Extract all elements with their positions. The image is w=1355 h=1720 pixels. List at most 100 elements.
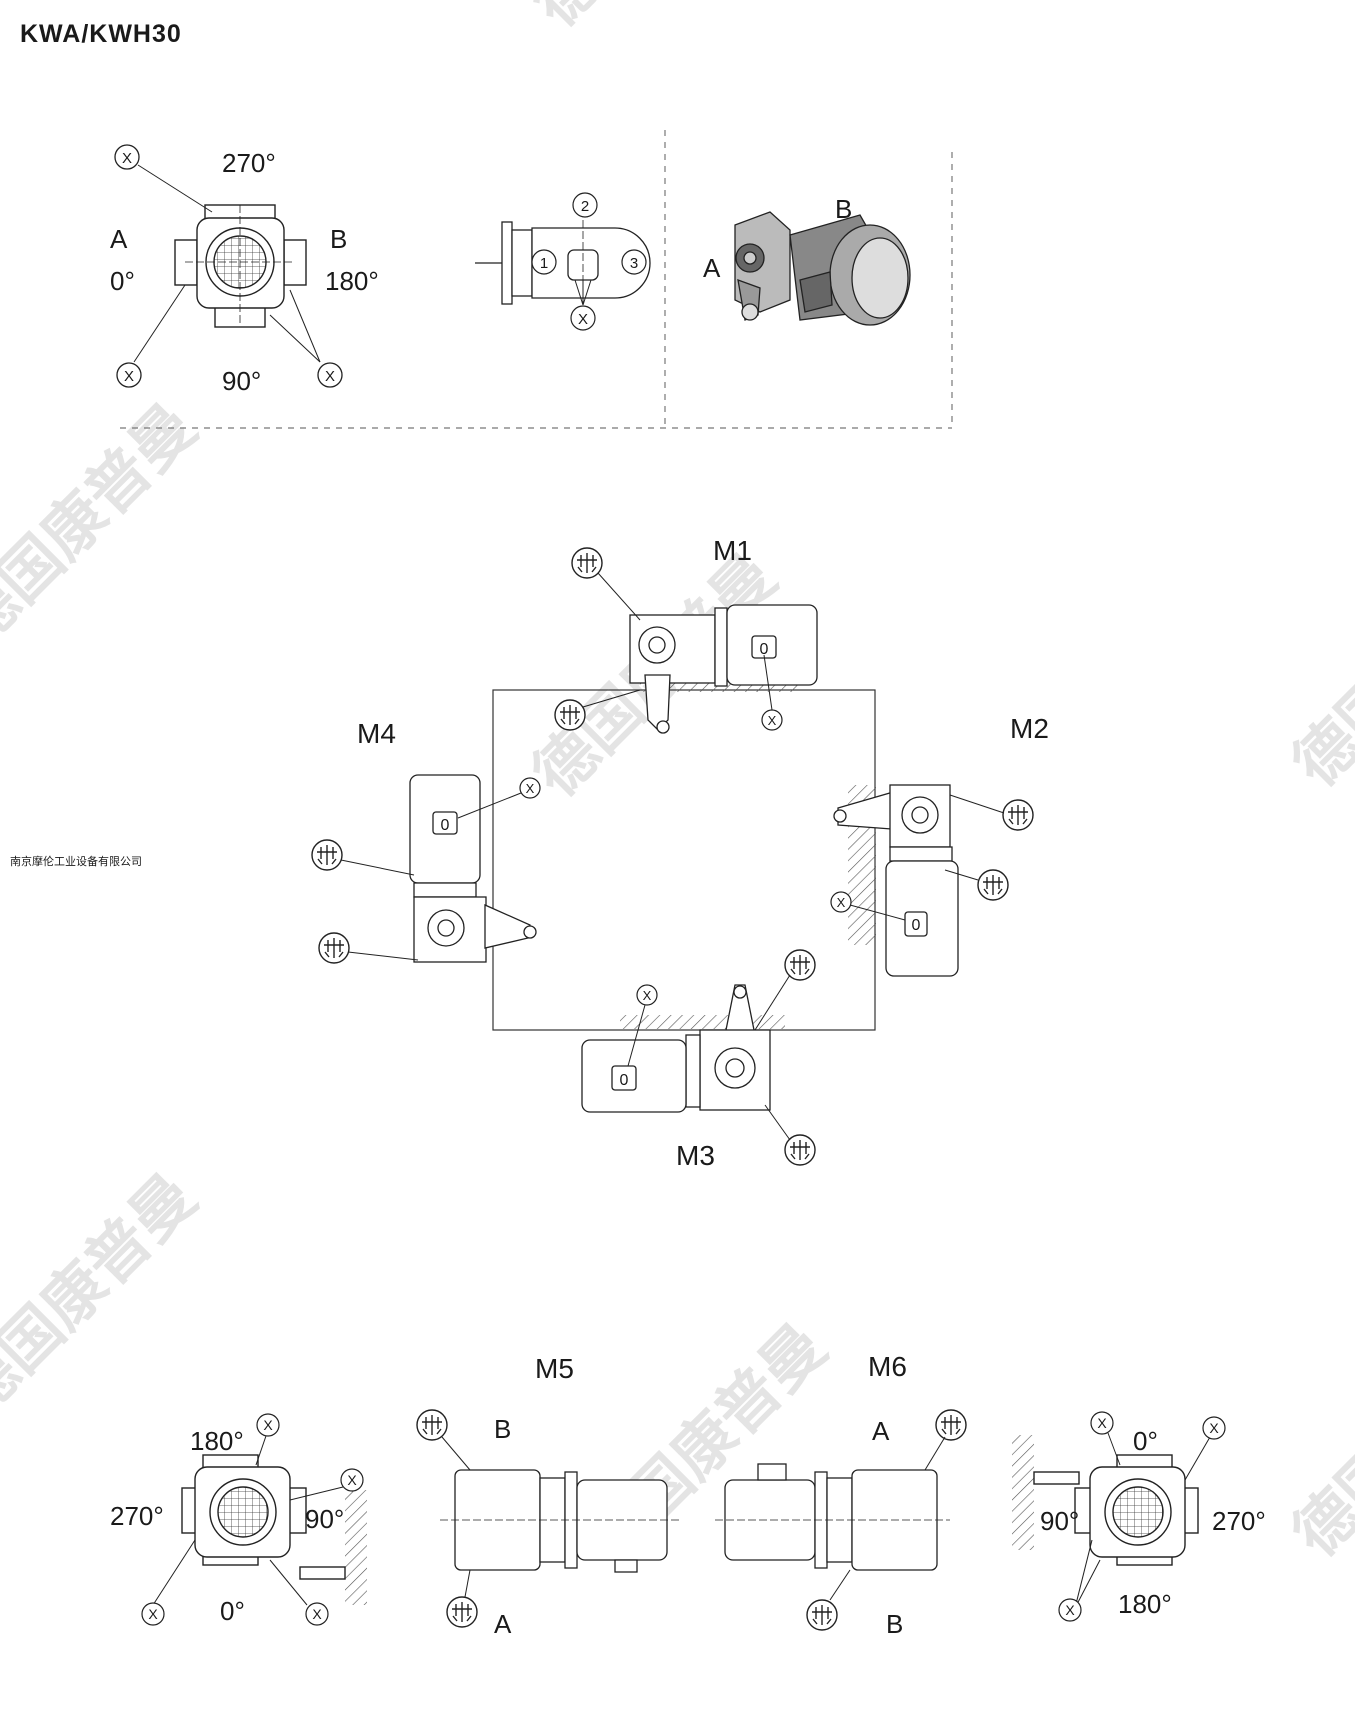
m1-label: M1 xyxy=(713,535,752,566)
side-a-label: A xyxy=(110,224,128,254)
m1-leader-line xyxy=(763,654,773,711)
m2-vent-icon xyxy=(1002,799,1034,831)
position-1-label: 1 xyxy=(540,255,548,272)
m1-vent-icon xyxy=(571,547,603,579)
angle-90-label: 90° xyxy=(305,1504,344,1534)
m2-drain-icon xyxy=(977,869,1009,901)
top-position-markers: 1 2 3 X xyxy=(531,192,647,331)
m5-drain-icon xyxy=(446,1596,478,1628)
m6-assembly xyxy=(715,1463,950,1571)
m1-leader-line xyxy=(597,572,641,621)
m2-zero-label: 0 xyxy=(912,917,921,934)
marker-x: X xyxy=(312,1606,322,1622)
watermark-right-bottom: 德国康普曼 xyxy=(1279,1300,1355,1571)
company-name: 南京摩伦工业设备有限公司 xyxy=(10,855,142,868)
watermark-left-mid: 德国康普曼 xyxy=(0,390,210,661)
m4-leader-line xyxy=(347,951,419,961)
watermark-right-mid: 德国康普曼 xyxy=(1279,530,1355,801)
angle-270-label: 270° xyxy=(1212,1506,1266,1536)
m4-vent-icon xyxy=(311,839,343,871)
m1-leader-line xyxy=(582,689,641,708)
m5-vent-icon xyxy=(416,1409,448,1441)
m4-leader-line xyxy=(457,792,522,819)
marker-x: X xyxy=(148,1606,158,1622)
m2-leader-line xyxy=(949,794,1005,814)
top-motor-isometric xyxy=(734,211,911,326)
m5-leader-line xyxy=(441,1436,471,1471)
m1-assembly xyxy=(629,604,818,734)
m3-label: M3 xyxy=(676,1140,715,1171)
top-leader-lines xyxy=(133,164,321,363)
m2-x-marker xyxy=(830,891,852,913)
marker-x: X xyxy=(837,895,846,910)
angle-90-label: 90° xyxy=(222,366,261,396)
m5-side-b-label: B xyxy=(494,1414,511,1444)
bottom-right-angle-labels: 0° 90° 270° 180° xyxy=(1040,1426,1266,1619)
m4-assembly xyxy=(409,774,537,963)
position-2-label: 2 xyxy=(581,198,589,215)
m3-leader-line xyxy=(627,1004,646,1067)
m2-label: M2 xyxy=(1010,713,1049,744)
bottom-left-front-view xyxy=(181,1454,367,1605)
top-angle-labels: 270° A 0° B 180° 90° xyxy=(110,148,379,396)
angle-0-label: 0° xyxy=(1133,1426,1158,1456)
angle-0-label: 0° xyxy=(220,1596,245,1626)
bottom-left-x-markers: X X X X xyxy=(141,1413,364,1626)
m5-assembly xyxy=(440,1469,680,1573)
m6-leader-line xyxy=(924,1436,946,1471)
angle-180-label: 180° xyxy=(1118,1589,1172,1619)
m2-leader-line xyxy=(944,869,979,881)
m6-side-a-label: A xyxy=(872,1416,890,1446)
watermark-left-bottom: 德国康普曼 xyxy=(0,1160,210,1431)
marker-x: X xyxy=(643,988,652,1003)
m3-leader-line xyxy=(754,974,791,1031)
m6-drain-icon xyxy=(806,1599,838,1631)
angle-180-label: 180° xyxy=(325,266,379,296)
top-side-view xyxy=(475,220,651,306)
m5-label: M5 xyxy=(535,1353,574,1384)
angle-180-label: 180° xyxy=(190,1426,244,1456)
m4-zero-label: 0 xyxy=(441,817,450,834)
m4-drain-icon xyxy=(318,932,350,964)
m3-leader-line xyxy=(764,1104,791,1141)
marker-x: X xyxy=(124,368,134,385)
m1-drain-icon xyxy=(554,699,586,731)
m3-assembly xyxy=(581,984,785,1113)
m6-label: M6 xyxy=(868,1351,907,1382)
top-x-markers: X X X xyxy=(114,144,343,388)
watermark-top: 德国康普曼 xyxy=(519,0,790,41)
marker-x: X xyxy=(768,713,777,728)
m1-zero-label: 0 xyxy=(760,641,769,658)
bottom-left-angle-labels: 180° 270° 90° 0° xyxy=(110,1426,344,1626)
bottom-right-front-view xyxy=(1012,1435,1199,1566)
m2-leader-line xyxy=(849,904,906,921)
photo-side-b-label: B xyxy=(835,194,852,224)
bottom-left-leaders xyxy=(152,1432,344,1606)
m2-assembly xyxy=(833,784,959,977)
m5-leader-line xyxy=(464,1569,471,1598)
angle-90-label: 90° xyxy=(1040,1506,1079,1536)
m3-zero-label: 0 xyxy=(620,1072,629,1089)
bottom-right-leaders xyxy=(1074,1432,1211,1609)
marker-x: X xyxy=(263,1417,273,1433)
m4-leader-line xyxy=(340,859,415,876)
m6-leader-line xyxy=(829,1569,851,1601)
marker-x: X xyxy=(578,311,588,328)
marker-x: X xyxy=(1097,1415,1107,1431)
m3-x-marker xyxy=(636,984,658,1006)
angle-0-label: 0° xyxy=(110,266,135,296)
m5-side-a-label: A xyxy=(494,1609,512,1639)
marker-x: X xyxy=(526,781,535,796)
top-gearhead-front-view xyxy=(174,204,307,328)
m4-x-marker xyxy=(519,777,541,799)
page-title: KWA/KWH30 xyxy=(20,20,182,48)
m6-vent-icon xyxy=(935,1409,967,1441)
marker-x: X xyxy=(122,150,132,167)
marker-x: X xyxy=(1209,1420,1219,1436)
bottom-right-x-markers: X X X xyxy=(1058,1411,1226,1622)
marker-x: X xyxy=(325,368,335,385)
marker-x: X xyxy=(1065,1602,1075,1618)
m4-label: M4 xyxy=(357,718,396,749)
angle-270-label: 270° xyxy=(110,1501,164,1531)
